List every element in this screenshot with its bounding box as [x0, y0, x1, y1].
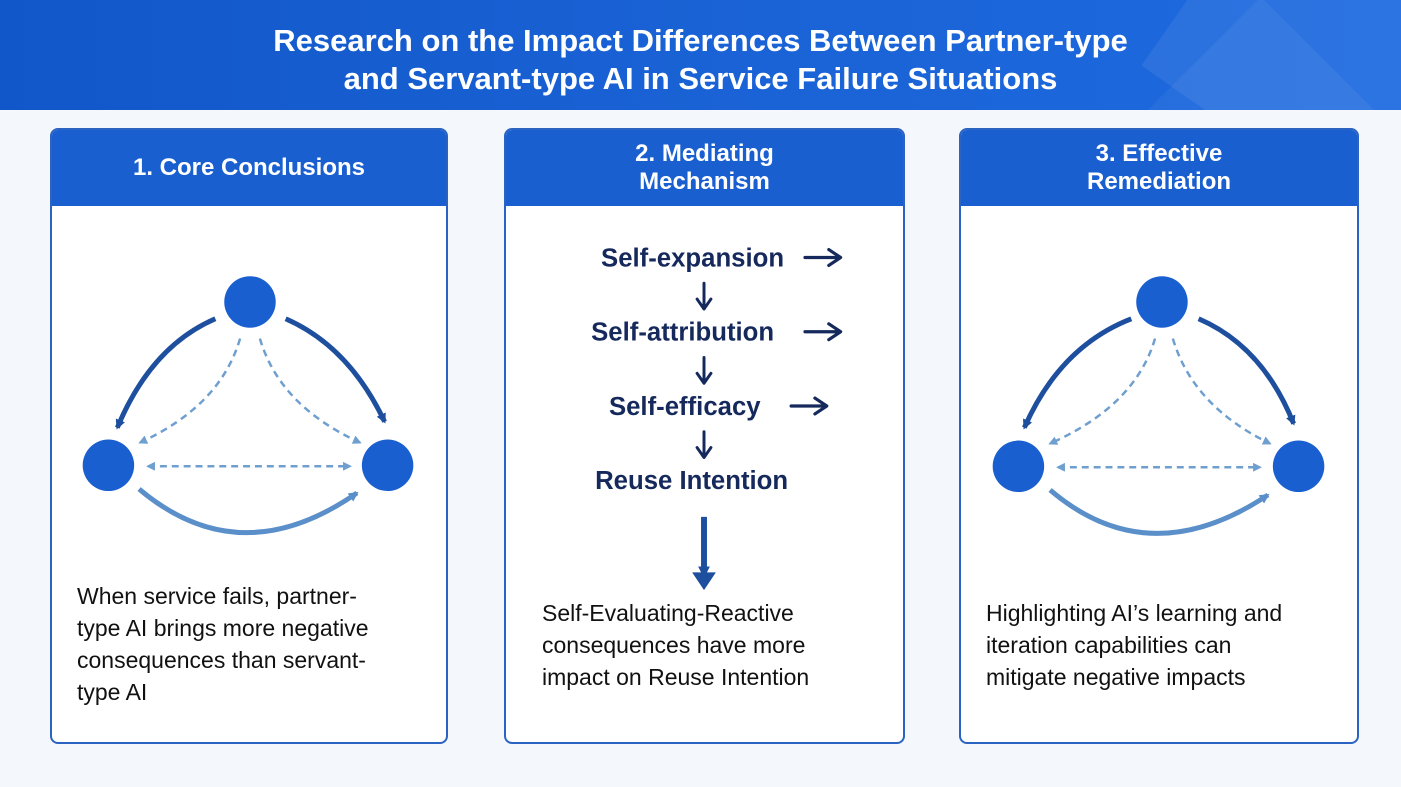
solid-arrow	[284, 316, 387, 424]
panel-heading: 2. Mediating Mechanism	[506, 130, 903, 206]
page-title: Research on the Impact Differences Betwe…	[0, 22, 1401, 98]
solid-arrow	[115, 316, 217, 430]
light-arrow	[137, 487, 359, 536]
description-line: consequences have more	[542, 632, 806, 658]
node-circle	[1136, 276, 1188, 328]
down-arrow-icon	[695, 281, 713, 311]
chain-step: Self-efficacy	[609, 393, 761, 421]
triangle-diagram	[82, 276, 414, 536]
mediation-chain: Self-expansion Self-attribution Self-eff…	[591, 244, 843, 591]
panel-heading-line: 3. Effective	[1095, 140, 1223, 167]
page-title-line: and Servant-type AI in Service Failure S…	[343, 61, 1058, 96]
dashed-arrow	[1048, 338, 1157, 445]
node-circle	[1272, 440, 1325, 493]
panel-heading-line: Remediation	[1086, 168, 1232, 195]
description-line: Highlighting AI’s learning and	[986, 600, 1283, 626]
chain-step: Self-expansion	[601, 244, 784, 272]
description-line: Self-Evaluating-Reactive	[542, 600, 794, 626]
panel-heading: 3. Effective Remediation	[961, 130, 1357, 206]
panel-core-conclusions: 1. Core Conclusions When service fail	[50, 128, 448, 744]
solid-arrow	[1022, 316, 1133, 430]
right-arrow-icon	[789, 396, 829, 416]
chain-step: Reuse Intention	[595, 467, 788, 495]
panel-heading: 1. Core Conclusions	[52, 130, 446, 206]
chain-step: Self-attribution	[591, 319, 774, 347]
node-circle	[992, 440, 1045, 493]
description-line: When service fails, partner-	[77, 583, 357, 609]
panel-heading-line: Mechanism	[639, 168, 770, 195]
light-arrow	[1048, 488, 1270, 536]
description-line: type AI	[77, 679, 148, 705]
description-line: mitigate negative impacts	[986, 664, 1246, 690]
panel-heading-line: 2. Mediating	[635, 140, 774, 167]
panel-mediating-mechanism: 2. Mediating Mechanism Self-expansion Se…	[504, 128, 905, 744]
description-line: impact on Reuse Intention	[542, 664, 810, 690]
panel-description: Highlighting AI’s learning and iteration…	[986, 597, 1339, 693]
triangle-diagram	[992, 276, 1325, 536]
description-line: iteration capabilities can	[986, 632, 1232, 658]
node-circle	[82, 439, 135, 492]
node-circle	[224, 276, 276, 328]
panel-heading-line: 1. Core Conclusions	[132, 154, 366, 181]
down-arrow-icon	[695, 356, 713, 385]
description-line: type AI brings more negative	[77, 615, 369, 641]
node-circle	[361, 439, 414, 492]
dashed-arrow	[138, 338, 242, 444]
right-arrow-icon	[803, 247, 843, 268]
panel-effective-remediation: 3. Effective Remediation H	[959, 128, 1359, 744]
page-title-line: Research on the Impact Differences Betwe…	[273, 23, 1128, 58]
dashed-arrow	[258, 338, 362, 444]
solid-arrow	[1197, 316, 1296, 426]
down-arrow-icon	[695, 430, 713, 459]
panel-description: Self-Evaluating-Reactive consequences ha…	[542, 597, 885, 693]
description-line: consequences than servant-	[77, 647, 366, 673]
dashed-arrow	[1171, 338, 1272, 445]
right-arrow-icon	[803, 322, 843, 342]
panel-description: When service fails, partner- type AI bri…	[77, 580, 428, 708]
down-arrow-head	[692, 572, 716, 591]
title-banner: Research on the Impact Differences Betwe…	[0, 0, 1401, 110]
